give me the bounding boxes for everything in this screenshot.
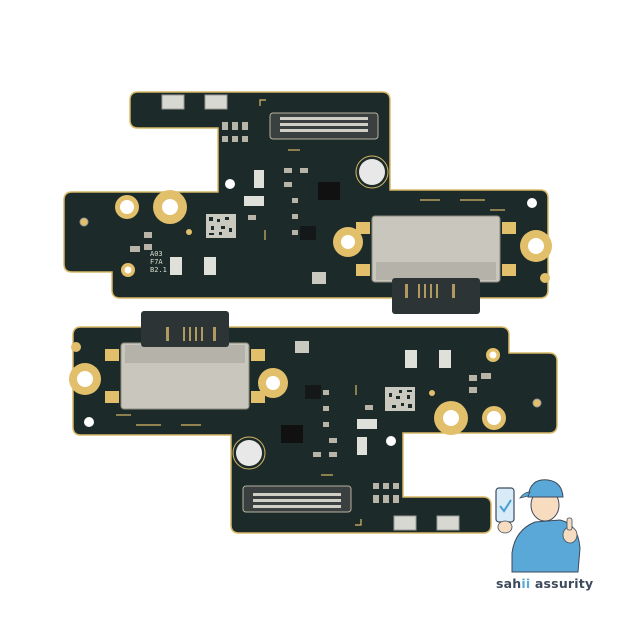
brand-logo-text: sahii assurity bbox=[496, 576, 594, 591]
charging-board-top bbox=[63, 91, 553, 315]
marking-line: B2.1 bbox=[150, 266, 167, 274]
brand-mascot bbox=[495, 479, 581, 573]
marking-line: F7A bbox=[150, 258, 163, 266]
board-marking-top: A03 F7A B2.1 bbox=[150, 250, 167, 274]
charging-board-bottom bbox=[68, 310, 558, 534]
marking-line: A03 bbox=[150, 250, 163, 258]
